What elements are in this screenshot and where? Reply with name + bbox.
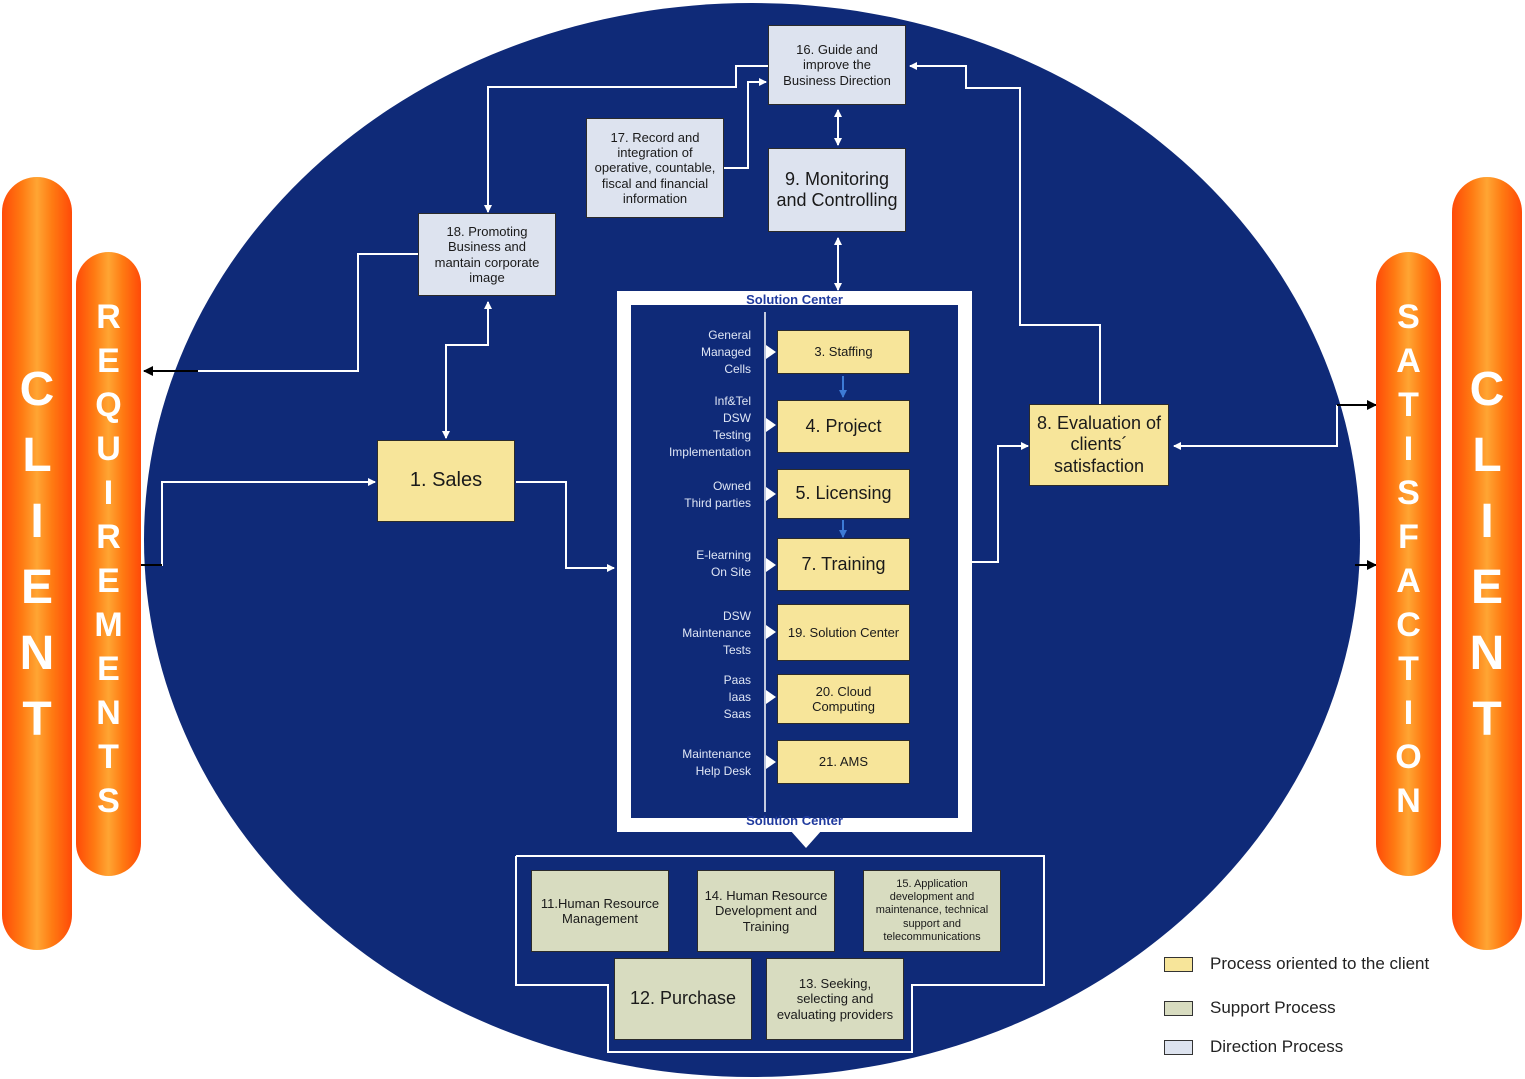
legend-swatch bbox=[1164, 957, 1193, 972]
process-13-box[interactable]: 13. Seeking, selecting and evaluating pr… bbox=[766, 958, 904, 1040]
process-21-box[interactable]: 21. AMS bbox=[777, 740, 910, 784]
solution-center-title-bottom: Solution Center bbox=[746, 813, 843, 828]
row-label: General Managed Cells bbox=[700, 328, 751, 376]
process-4-box[interactable]: 4. Project bbox=[777, 400, 910, 453]
row-label: Paas Iaas Saas bbox=[723, 673, 751, 721]
row-label: Owned Third parties bbox=[684, 479, 751, 510]
solution-center-frame bbox=[617, 291, 972, 832]
support-outline bbox=[515, 855, 1045, 1053]
process-9-box[interactable]: 9. Monitoring and Controlling bbox=[768, 148, 906, 232]
legend-label: Support Process bbox=[1210, 998, 1336, 1017]
outer-arrows bbox=[140, 366, 1377, 570]
row-label: Maintenance Help Desk bbox=[682, 747, 751, 778]
process-7-box[interactable]: 7. Training bbox=[777, 538, 910, 591]
row-label: E-learning On Site bbox=[696, 548, 751, 579]
connectors bbox=[150, 62, 1338, 572]
process-3-box[interactable]: 3. Staffing bbox=[777, 330, 910, 374]
process-19-box[interactable]: 19. Solution Center bbox=[777, 604, 910, 661]
process-5-box[interactable]: 5. Licensing bbox=[777, 469, 910, 519]
row-label: DSW Maintenance Tests bbox=[682, 609, 751, 657]
legend-swatch bbox=[1164, 1001, 1193, 1016]
process-15-box[interactable]: 15. Application development and maintena… bbox=[863, 870, 1001, 952]
process-1-sales-box[interactable]: 1. Sales bbox=[377, 440, 515, 522]
process-18-box[interactable]: 18. Promoting Business and mantain corpo… bbox=[418, 213, 556, 296]
process-17-box[interactable]: 17. Record and integration of operative,… bbox=[586, 118, 724, 218]
legend-label: Direction Process bbox=[1210, 1037, 1344, 1056]
process-20-box[interactable]: 20. Cloud Computing bbox=[777, 674, 910, 724]
process-12-box[interactable]: 12. Purchase bbox=[614, 958, 752, 1040]
process-11-box[interactable]: 11.Human Resource Management bbox=[531, 870, 669, 952]
process-8-box[interactable]: 8. Evaluation of clients´ satisfaction bbox=[1029, 404, 1169, 486]
process-16-box[interactable]: 16. Guide and improve the Business Direc… bbox=[768, 25, 906, 105]
row-label: Inf&Tel DSW Testing Implementation bbox=[668, 394, 751, 459]
legend-swatch bbox=[1164, 1040, 1193, 1055]
process-14-box[interactable]: 14. Human Resource Development and Train… bbox=[697, 870, 835, 952]
legend-label: Process oriented to the client bbox=[1210, 954, 1430, 973]
solution-center-title-top: Solution Center bbox=[746, 292, 843, 307]
